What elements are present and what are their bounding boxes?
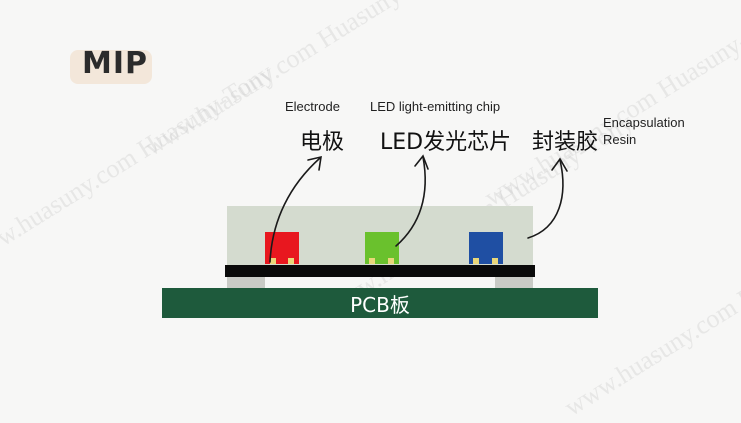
title-highlight <box>70 50 152 84</box>
electrode-label-cn: 电极 <box>300 130 345 155</box>
electrode-pad <box>388 258 394 264</box>
electrode-label-en: Electrode <box>285 99 340 114</box>
support-foot-left <box>227 277 265 289</box>
black-substrate-layer <box>225 265 535 277</box>
electrode-arrow <box>269 157 321 263</box>
pcb-label: PCB板 <box>350 292 410 317</box>
electrode-pad <box>270 258 276 264</box>
chip-arrow <box>395 156 426 247</box>
pointer-arrows <box>269 154 568 263</box>
diagram-title: MIP <box>82 46 149 81</box>
electrode-pad <box>473 258 479 264</box>
electrode-pad <box>288 258 294 264</box>
chip-label-cn: LED发光芯片 <box>380 130 512 155</box>
resin-label-cn: 封装胶 <box>532 130 599 155</box>
resin-arrow <box>527 159 564 239</box>
resin-label-en-line1: Encapsulation <box>603 115 685 130</box>
electrode-pad <box>492 258 498 264</box>
resin-arrowhead <box>551 157 568 172</box>
resin-label-en-line2: Resin <box>603 132 637 147</box>
chip-label-en: LED light-emitting chip <box>370 99 501 114</box>
support-foot-right <box>495 277 533 289</box>
pcb-board: PCB板 <box>162 288 598 318</box>
chip-arrowhead <box>414 154 429 170</box>
electrode-arrowhead <box>307 155 322 171</box>
electrode-pad <box>369 258 375 264</box>
